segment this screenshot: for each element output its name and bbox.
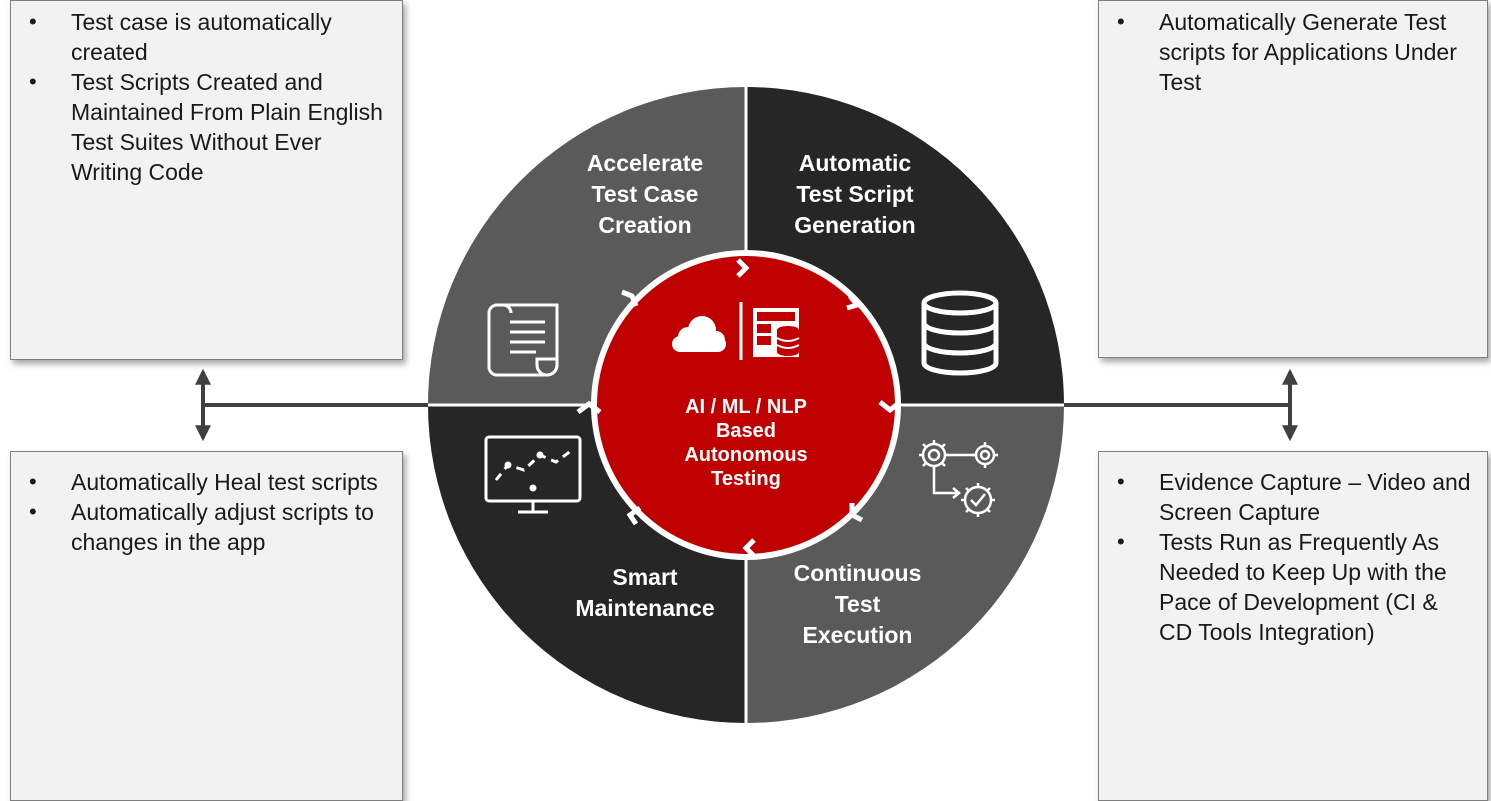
callout-bullet: Test case is automatically created [23, 7, 388, 67]
left-connector [195, 368, 430, 442]
callout-bullet: Automatically Generate Test scripts for … [1111, 7, 1473, 97]
callout-bullet: Evidence Capture – Video and Screen Capt… [1111, 467, 1477, 527]
chevron-icon [626, 505, 642, 526]
quadrant-label-continuous: Continuous Test Execution [793, 560, 922, 648]
document-scroll-icon [487, 303, 559, 377]
right-connector [1063, 368, 1298, 442]
callout-bullet: Test Scripts Created and Maintained From… [23, 67, 388, 187]
callout-bullet: Tests Run as Frequently As Needed to Kee… [1111, 527, 1477, 647]
quadrant-label-automatic: Automatic Test Script Generation [794, 150, 916, 238]
callout-bullet: Automatically adjust scripts to changes … [23, 497, 388, 557]
chevron-icon [742, 538, 756, 558]
center-label: AI / ML / NLP Based Autonomous Testing [684, 396, 808, 490]
cloud-icon [672, 316, 726, 352]
chevron-icon [878, 400, 902, 414]
callout-bullet: Automatically Heal test scripts [23, 467, 388, 497]
gears-check-icon [919, 440, 998, 517]
top-right-callout-box: Automatically Generate Test scripts for … [1098, 0, 1488, 358]
cycle-chevrons [576, 258, 902, 558]
chevron-icon [736, 258, 750, 278]
monitor-chart-icon [484, 435, 582, 514]
bottom-right-callout-box: Evidence Capture – Video and Screen Capt… [1098, 451, 1488, 801]
chevron-icon [849, 503, 864, 523]
server-database-icon [753, 308, 800, 357]
chevron-icon [621, 289, 639, 307]
bottom-left-callout-box: Automatically Heal test scripts Automati… [10, 451, 403, 801]
chevron-icon [846, 294, 862, 311]
top-left-callout-box: Test case is automatically created Test … [10, 0, 403, 360]
quadrant-label-smart-maintenance: Smart Maintenance [575, 564, 715, 621]
chevron-icon [576, 400, 602, 415]
database-icon [921, 290, 999, 376]
quadrant-label-accelerate: Accelerate Test Case Creation [586, 150, 704, 238]
